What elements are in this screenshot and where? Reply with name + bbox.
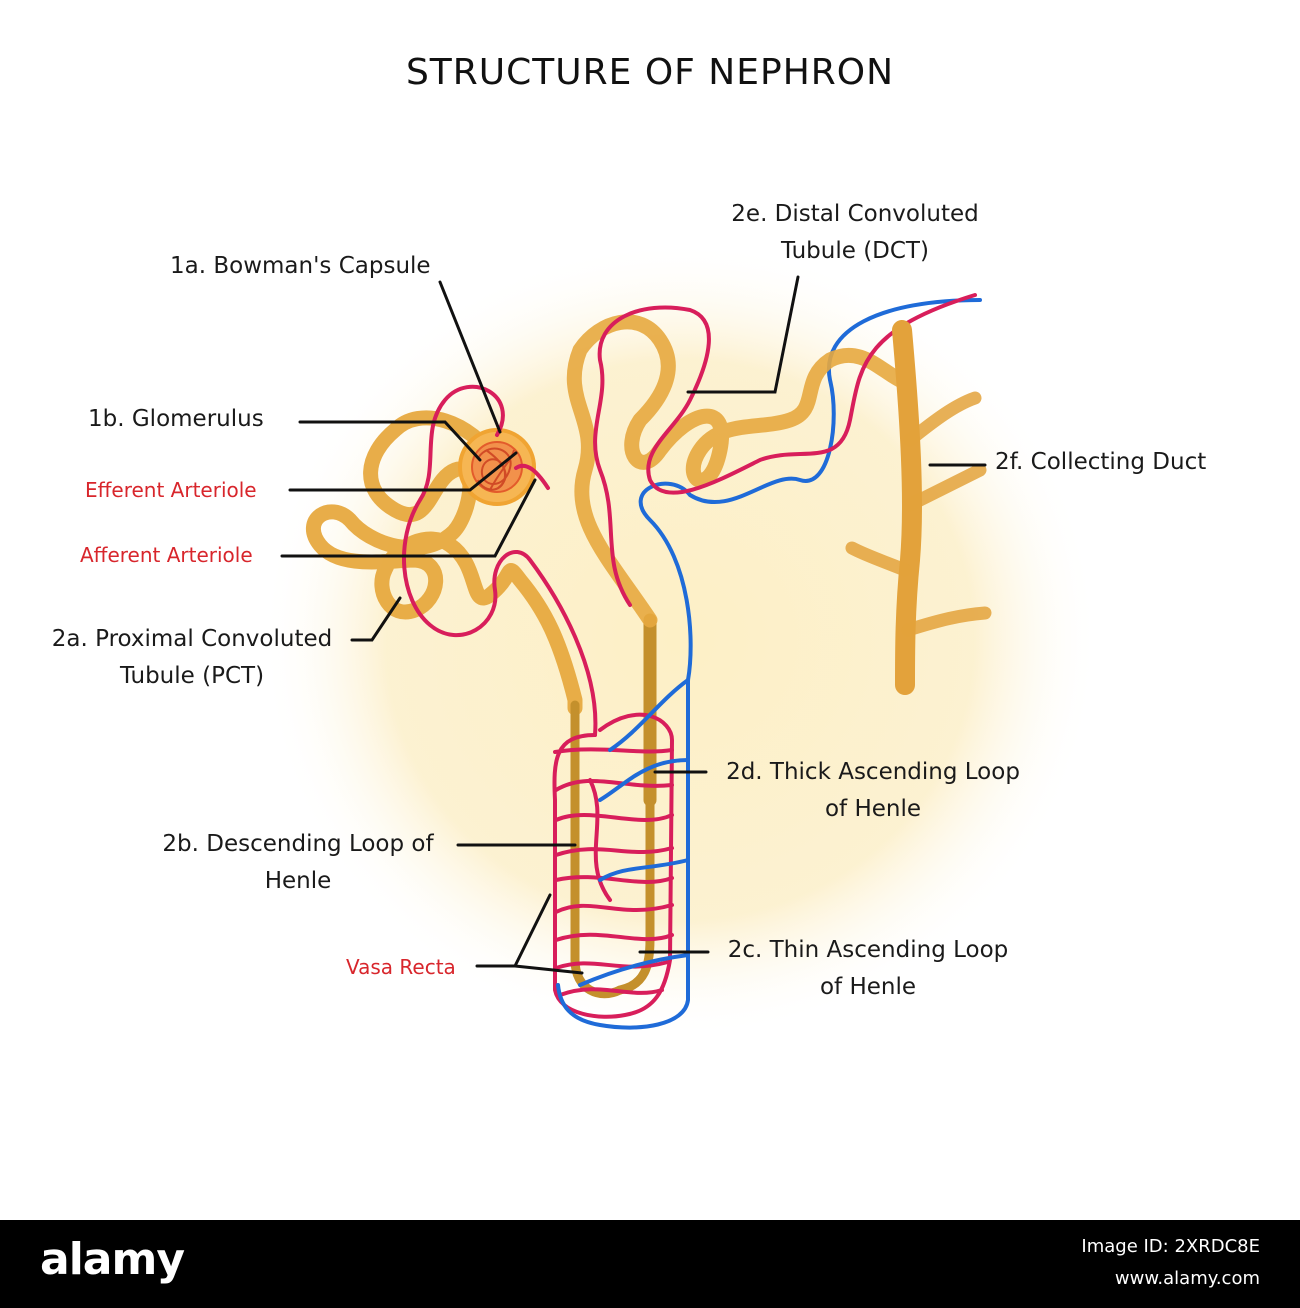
label-thick-line1: 2d. Thick Ascending Loop [726,759,1020,785]
label-pct-line2: Tubule (PCT) [119,663,265,689]
label-thick-line2: of Henle [824,796,922,822]
label-thin-line1: 2c. Thin Ascending Loop [727,937,1009,963]
label-bowmans-capsule: 1a. Bowman's Capsule [170,253,431,279]
label-vasa-recta: Vasa Recta [346,955,456,979]
label-descending-loop: 2b. Descending Loop of Henle [141,826,455,900]
label-distal-convoluted-tubule: 2e. Distal Convoluted Tubule (DCT) [710,196,1000,270]
proximal-convoluted-tubule [306,410,583,716]
peritubular-capillaries-dct [593,293,977,607]
leader-efferent [288,451,518,492]
label-descending-line1: 2b. Descending Loop of [162,831,434,857]
label-efferent-arteriole: Efferent Arteriole [85,478,257,502]
peritubular-capillaries-pct [402,384,598,737]
label-glomerulus: 1b. Glomerulus [88,406,264,432]
label-afferent-arteriole: Afferent Arteriole [80,543,253,567]
alamy-logo: alamy [40,1234,185,1285]
image-id: Image ID: 2XRDC8E [1081,1236,1260,1257]
site-url: www.alamy.com [1114,1268,1260,1289]
label-thick-ascending-loop: 2d. Thick Ascending Loop of Henle [708,754,1038,828]
collecting-duct [845,320,992,695]
leader-afferent [280,478,537,558]
label-collecting-duct: 2f. Collecting Duct [995,449,1207,475]
vasa-recta-arterial [552,712,675,1019]
label-thin-line2: of Henle [819,974,917,1000]
label-descending-line2: Henle [264,868,332,894]
label-dct-line1: 2e. Distal Convoluted [731,201,979,227]
label-proximal-convoluted-tubule: 2a. Proximal Convoluted Tubule (PCT) [35,621,349,695]
leader-pct [350,596,402,642]
label-pct-line1: 2a. Proximal Convoluted [51,626,333,652]
glomerulus [477,447,515,491]
leader-lines [280,275,987,975]
diagram-title: STRUCTURE OF NEPHRON [405,52,895,93]
nephron-diagram [260,240,1100,1040]
label-dct-line2: Tubule (DCT) [781,238,929,264]
leader-glomerulus [298,420,482,462]
distal-convoluted-tubule [566,314,908,628]
leader-dct [686,275,800,394]
vasa-recta-venous [556,298,982,1030]
leader-bowmans-capsule [438,280,502,434]
watermark-footer: alamy Image ID: 2XRDC8E www.alamy.com [0,1220,1300,1308]
background-glow [260,240,1100,1040]
label-thin-ascending-loop: 2c. Thin Ascending Loop of Henle [708,932,1028,1006]
leader-vasa-recta [475,893,584,975]
